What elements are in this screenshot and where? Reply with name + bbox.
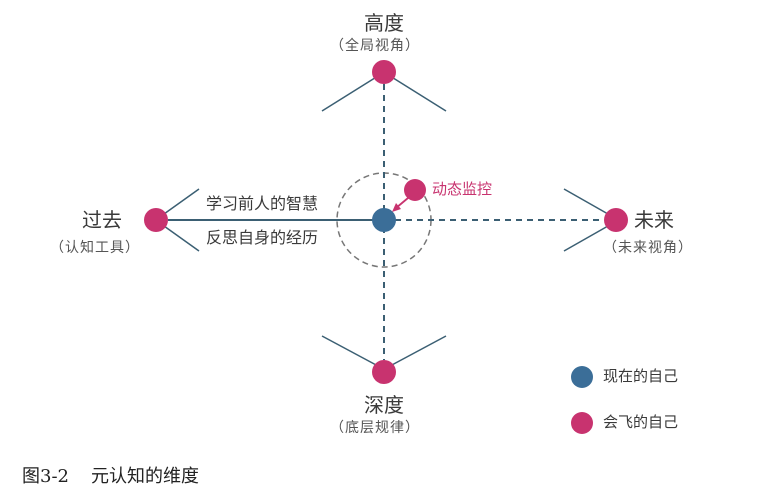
center-node <box>372 208 396 232</box>
right-wing-upper <box>563 188 609 215</box>
top-wing-right <box>389 75 447 112</box>
right-node <box>604 208 628 232</box>
top-wing-left <box>321 75 379 112</box>
right-subtitle: （未来视角） <box>603 240 693 256</box>
figure-number: 图3-2 <box>22 466 69 487</box>
legend-current-label: 现在的自己 <box>603 367 679 385</box>
legend-flying-dot <box>571 412 593 434</box>
monitor-arrowhead <box>392 203 401 212</box>
legend-flying-label: 会飞的自己 <box>603 413 679 431</box>
top-subtitle: （全局视角） <box>330 38 420 54</box>
bottom-subtitle: （底层规律） <box>330 420 420 436</box>
legend-current-dot <box>571 366 593 388</box>
bottom-title: 深度 <box>364 393 404 417</box>
top-title: 高度 <box>364 11 404 35</box>
bottom-wing-left <box>321 335 379 367</box>
left-wing-lower <box>163 225 200 252</box>
top-node <box>372 60 396 84</box>
left-line-upper-label: 学习前人的智慧 <box>206 194 319 213</box>
left-line-lower-label: 反思自身的经历 <box>206 228 319 247</box>
right-wing-lower <box>563 225 609 252</box>
monitor-label: 动态监控 <box>432 180 493 198</box>
figure-caption: 图3-2 元认知的维度 <box>22 462 199 488</box>
figure-title: 元认知的维度 <box>91 466 199 487</box>
bottom-wing-right <box>389 335 447 367</box>
left-node <box>144 208 168 232</box>
right-title: 未来 <box>634 208 674 232</box>
monitor-node <box>404 179 426 201</box>
bottom-node <box>372 360 396 384</box>
left-title: 过去 <box>82 208 122 232</box>
left-wing-upper <box>163 188 200 215</box>
left-subtitle: （认知工具） <box>50 240 140 256</box>
